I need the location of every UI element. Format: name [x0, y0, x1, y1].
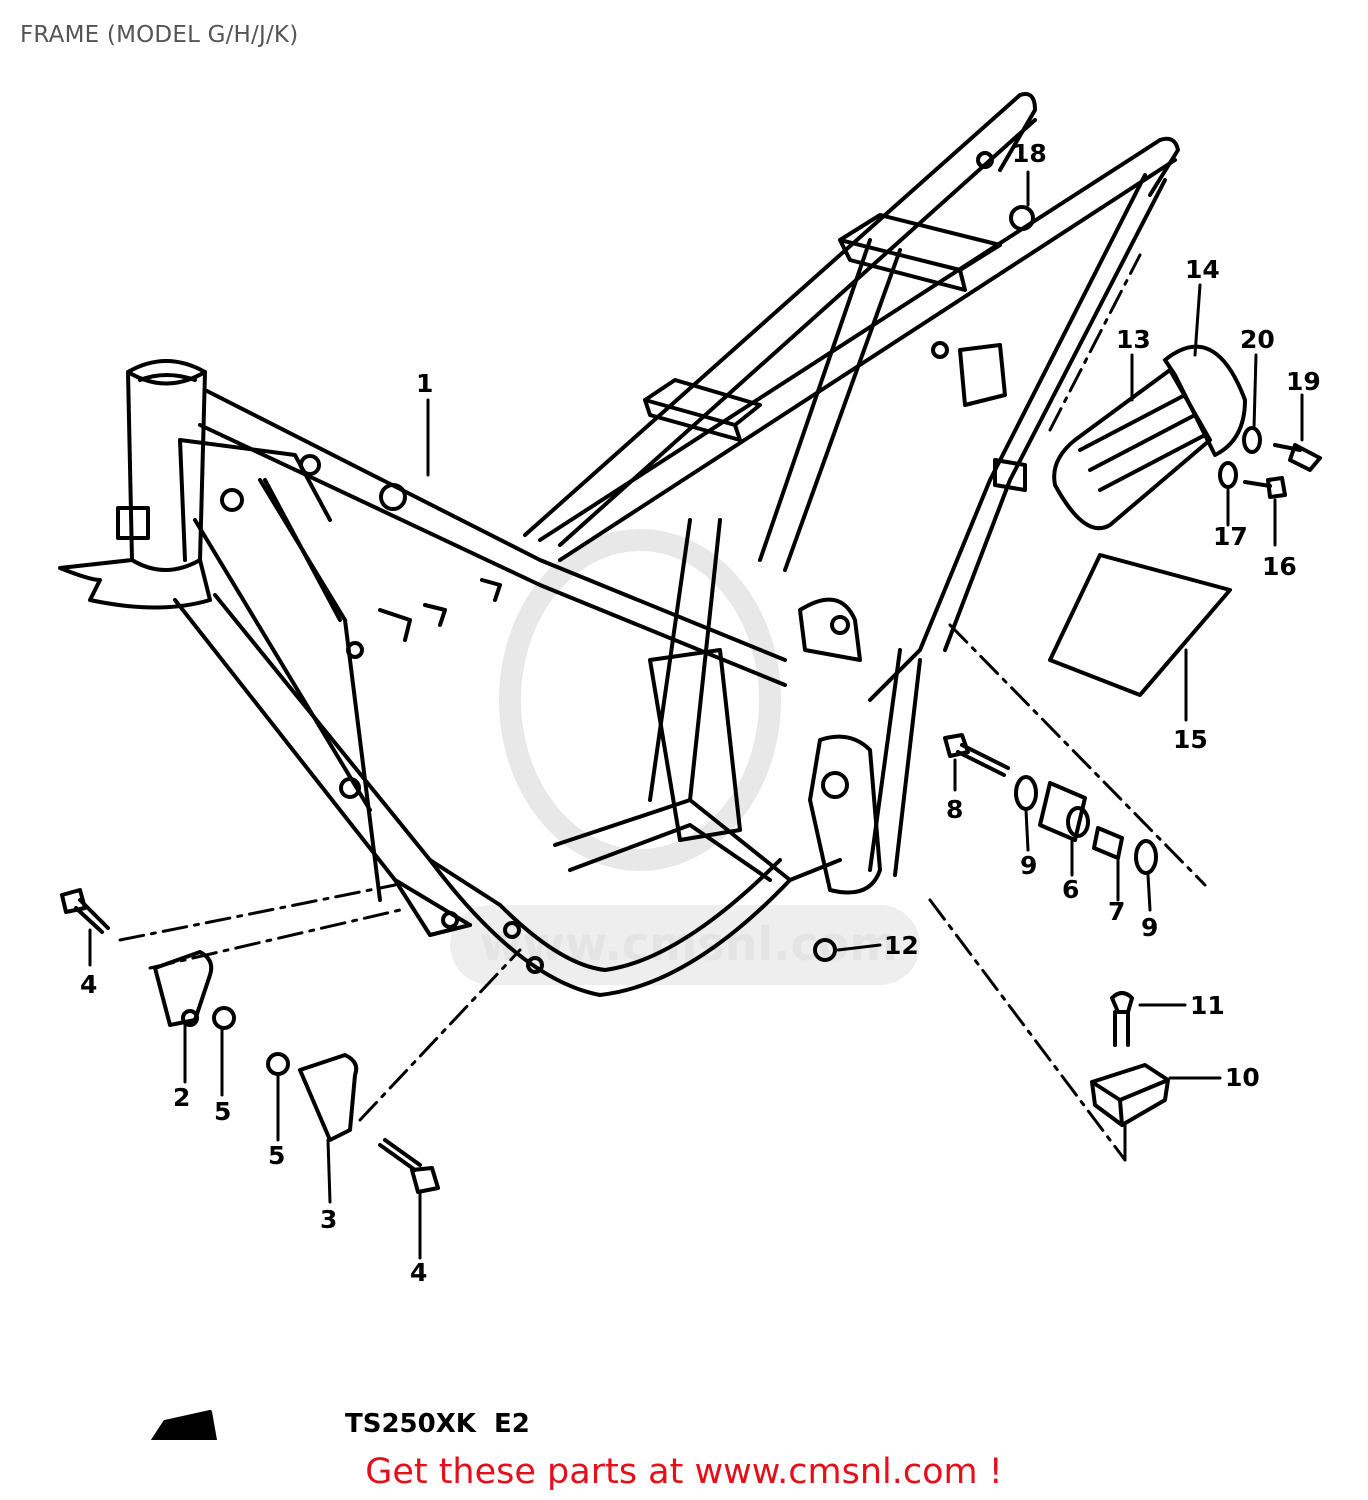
mid-cross-plate: [643, 378, 762, 442]
part-19-screw: [1273, 443, 1322, 472]
part-5-nut-b: [266, 1052, 290, 1076]
part-8-bolt: [943, 733, 1010, 777]
cradle: [428, 858, 842, 997]
part-2-bracket: [153, 950, 214, 1027]
diagram-title: FRAME (MODEL G/H/J/K): [20, 22, 299, 48]
part-3-bracket: [298, 1053, 359, 1142]
top-tube: [198, 388, 787, 687]
callout-10: 10: [1225, 1063, 1260, 1092]
part-11-bolt: [1110, 991, 1134, 1047]
callout-8: 8: [946, 795, 963, 824]
part-4-bolt-a: [60, 888, 110, 934]
callout-4-left: 4: [80, 970, 97, 999]
part-16-screw: [1243, 476, 1287, 499]
part-6-bush: [1038, 781, 1087, 842]
callout-12: 12: [884, 931, 919, 960]
callout-13: 13: [1116, 325, 1151, 354]
steering-head: [126, 359, 207, 562]
callout-17: 17: [1213, 522, 1248, 551]
part-15-plate: [1048, 553, 1232, 697]
rear-down-stay: [868, 173, 1167, 702]
callout-18: 18: [1012, 139, 1047, 168]
callout-15: 15: [1173, 725, 1208, 754]
callout-9-a: 9: [1020, 851, 1037, 880]
footer-link-text[interactable]: Get these parts at www.cmsnl.com !: [365, 1452, 1003, 1492]
part-20-washer: [1242, 426, 1262, 454]
part-5-nut-a: [212, 1006, 236, 1030]
callout-6: 6: [1062, 875, 1079, 904]
rear-brace: [758, 238, 902, 572]
callout-9-b: 9: [1141, 913, 1158, 942]
part-9-washer-a: [1014, 775, 1038, 811]
steering-head-base: [58, 558, 212, 610]
part-7-collar: [1092, 826, 1124, 860]
part-4-bolt-b: [378, 1138, 440, 1194]
rear-cross-plate: [838, 213, 1002, 292]
part-12-nut: [813, 938, 837, 962]
centre-tube: [648, 518, 722, 802]
callout-19: 19: [1286, 367, 1321, 396]
model-code: TS250XK E2: [345, 1409, 530, 1439]
part-18-nut: [1009, 205, 1035, 231]
callout-14: 14: [1185, 255, 1220, 284]
part-13-lamp-body: [1052, 368, 1212, 531]
rear-lower-rail: [538, 138, 1177, 562]
callout-3: 3: [320, 1205, 337, 1234]
callout-7: 7: [1108, 897, 1125, 926]
frame-exploded-diagram: www.cmsnl.com: [58, 92, 1322, 1440]
callout-20: 20: [1240, 325, 1275, 354]
callout-16: 16: [1262, 552, 1297, 581]
part-9-washer-b: [1134, 839, 1158, 875]
callout-4-lower: 4: [410, 1258, 427, 1287]
watermark: www.cmsnl.com: [450, 529, 920, 985]
part-14-lens: [1163, 344, 1247, 457]
callout-5-a: 5: [214, 1097, 231, 1126]
callout-11: 11: [1190, 991, 1225, 1020]
part-10-block: [1090, 1063, 1170, 1127]
callout-2: 2: [173, 1083, 190, 1112]
part-17-washer: [1218, 461, 1238, 489]
callouts: 1 2 3 4 4 5 5 6 7 8 9 9 10 11 12 13 14 1…: [80, 139, 1321, 1287]
rear-upper-rail: [523, 93, 1037, 547]
callout-5-b: 5: [268, 1141, 285, 1170]
frame-drawing: [58, 92, 1322, 1440]
callout-1: 1: [416, 369, 433, 398]
